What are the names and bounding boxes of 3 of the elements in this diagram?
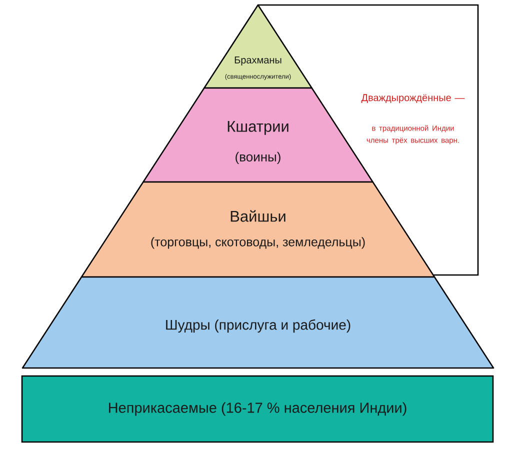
pyramid-layer: Вайшьи (торговцы, скотоводы, земледельцы) bbox=[80, 181, 436, 278]
base-bar: Неприкасаемые (16-17 % населения Индии) bbox=[21, 375, 494, 443]
pyramid-layer: Шудры (прислуга и рабочие) bbox=[22, 276, 494, 369]
